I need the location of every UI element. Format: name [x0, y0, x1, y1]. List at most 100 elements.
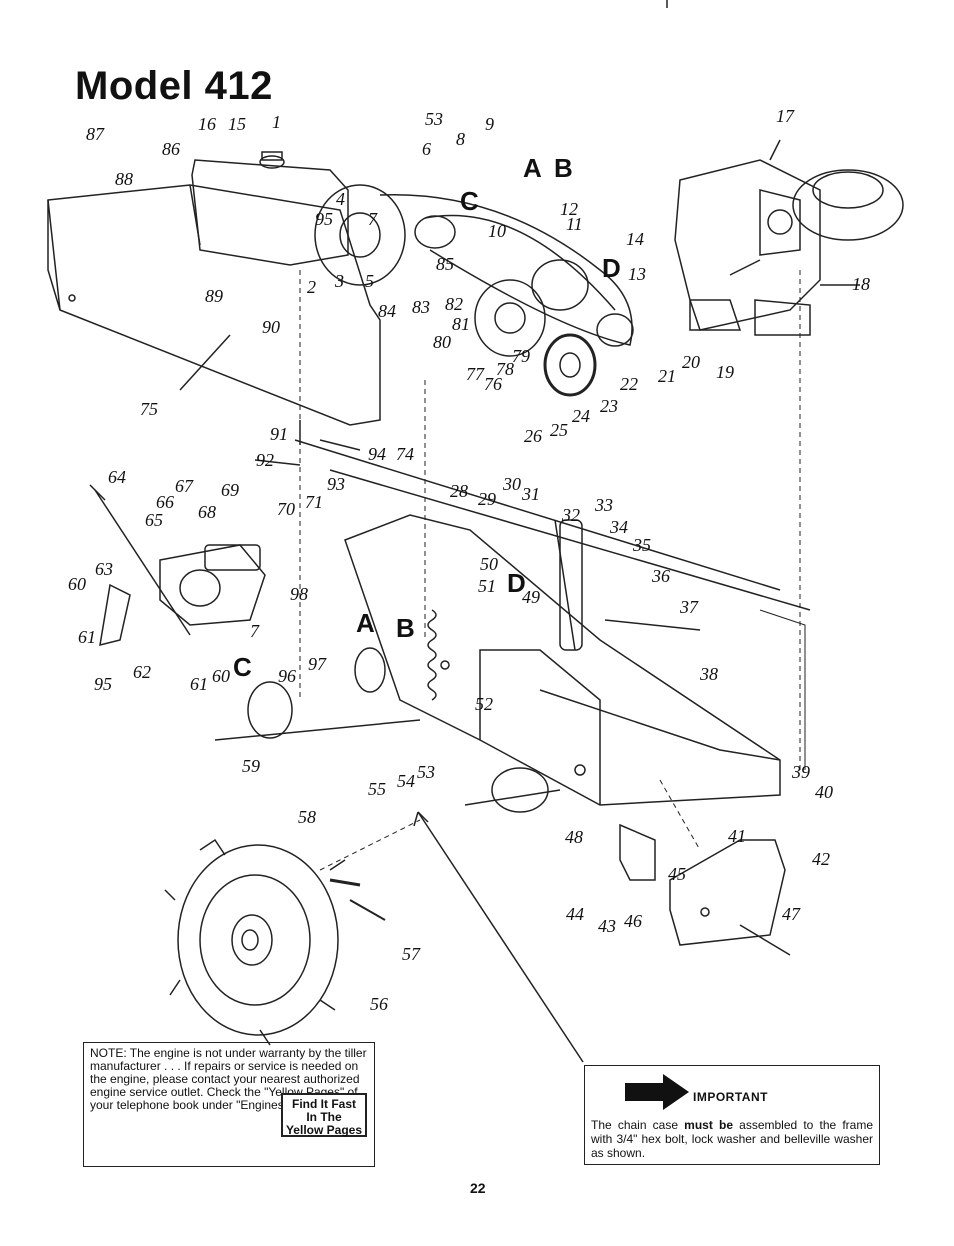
callout-20: 20	[682, 352, 700, 372]
callout-24: 24	[572, 406, 590, 426]
callout-33: 33	[594, 495, 613, 515]
callout-31: 31	[521, 484, 540, 504]
callout-14: 14	[626, 229, 644, 249]
callout-78: 77	[466, 364, 485, 384]
callout-44: 44	[566, 904, 584, 924]
section-label-a-mid: A	[356, 608, 375, 638]
callout-83: 84	[378, 301, 396, 321]
callout-3: 3	[334, 271, 344, 291]
callout-94: 94	[368, 444, 386, 464]
callout-62: 62	[133, 662, 151, 682]
callout-23: 23	[600, 396, 618, 416]
section-label-a-top: A	[523, 153, 542, 183]
callout-21: 21	[658, 366, 676, 386]
callout-60b: 60	[212, 666, 230, 686]
callout-55: 55	[368, 779, 386, 799]
callout-97: 97	[308, 654, 327, 674]
callout-49: 49	[522, 587, 540, 607]
callout-36: 36	[651, 566, 670, 586]
callout-4: 4	[336, 189, 345, 209]
important-text-end: assembled to the frame with 3/4" hex bol…	[591, 1118, 873, 1160]
callout-74: 75	[140, 399, 158, 419]
callout-98: 98	[290, 584, 308, 604]
callout-34: 34	[609, 517, 628, 537]
callout-19: 19	[716, 362, 734, 382]
callout-48: 48	[565, 827, 583, 847]
callout-56: 56	[370, 994, 388, 1014]
callout-80: 81	[452, 314, 470, 334]
important-heading: IMPORTANT	[693, 1090, 768, 1104]
page-number: 22	[470, 1180, 486, 1196]
callout-18: 18	[852, 274, 870, 294]
badge-line-1: Find It Fast	[292, 1097, 356, 1111]
callout-58: 58	[298, 807, 316, 827]
callout-67: 67	[175, 476, 194, 496]
callout-5: 5	[365, 271, 374, 291]
callout-22: 22	[620, 374, 638, 394]
badge-line-3: Yellow Pages	[285, 1123, 363, 1137]
callout-53b: 53	[417, 762, 435, 782]
important-text-start: The chain case	[591, 1118, 685, 1132]
callout-93: 93	[327, 474, 345, 494]
callout-1: 1	[272, 112, 281, 132]
callout-85: 86	[162, 139, 180, 159]
callout-68: 68	[198, 502, 216, 522]
callout-92: 92	[256, 450, 274, 470]
callout-79: 80	[433, 332, 451, 352]
callout-7b: 7	[250, 621, 260, 641]
callout-41: 41	[728, 826, 746, 846]
callout-39: 39	[791, 762, 810, 782]
callout-2: 2	[307, 277, 316, 297]
callout-6: 6	[422, 139, 431, 159]
callout-40: 40	[815, 782, 833, 802]
callout-76: 78	[496, 359, 514, 379]
callout-82: 83	[412, 297, 430, 317]
callout-70: 70	[277, 499, 295, 519]
callout-45: 45	[668, 864, 686, 884]
callout-12: 12	[560, 199, 578, 219]
callout-65: 65	[145, 510, 163, 530]
callout-7a: 7	[368, 209, 378, 229]
callout-10: 10	[488, 221, 506, 241]
callout-71: 71	[305, 492, 323, 512]
callout-37: 37	[679, 597, 699, 617]
callout-15: 15	[228, 114, 246, 134]
callout-50: 50	[480, 554, 498, 574]
callout-91: 91	[270, 424, 288, 444]
section-label-b-top: B	[554, 153, 573, 183]
callout-87: 88	[115, 169, 133, 189]
callout-17: 17	[776, 106, 795, 126]
callout-25: 25	[550, 420, 568, 440]
callout-66: 66	[156, 492, 174, 512]
callout-42: 42	[812, 849, 830, 869]
callout-95: 95	[94, 674, 112, 694]
arrow-right-icon	[625, 1074, 689, 1110]
callout-81: 82	[445, 294, 463, 314]
page-title: Model 412	[75, 64, 273, 108]
callout-52: 52	[475, 694, 493, 714]
callout-53a: 53	[425, 109, 443, 129]
important-text: The chain case must be assembled to the …	[591, 1118, 873, 1160]
callout-84: 85	[436, 254, 454, 274]
section-label-b-mid: B	[396, 613, 415, 643]
callout-63: 63	[95, 559, 113, 579]
engine-warranty-note: NOTE: The engine is not under warranty b…	[83, 1042, 375, 1167]
section-label-d-mid: D	[507, 568, 526, 598]
callout-61b: 61	[190, 674, 208, 694]
important-box: IMPORTANT The chain case must be assembl…	[584, 1065, 880, 1165]
callout-59: 59	[242, 756, 260, 776]
callout-26: 26	[524, 426, 542, 446]
callout-89: 90	[262, 317, 280, 337]
callout-16: 16	[198, 114, 216, 134]
callout-38: 38	[699, 664, 718, 684]
callout-75: 76	[484, 374, 502, 394]
callout-60a: 60	[68, 574, 86, 594]
callout-86: 87	[86, 124, 105, 144]
yellow-pages-badge: Find It Fast In The Yellow Pages	[281, 1093, 367, 1137]
callout-57: 57	[402, 944, 421, 964]
callout-72: 74	[396, 444, 414, 464]
section-label-c-mid: C	[233, 652, 252, 682]
callout-90: 95	[315, 209, 333, 229]
callout-61a: 61	[78, 627, 96, 647]
